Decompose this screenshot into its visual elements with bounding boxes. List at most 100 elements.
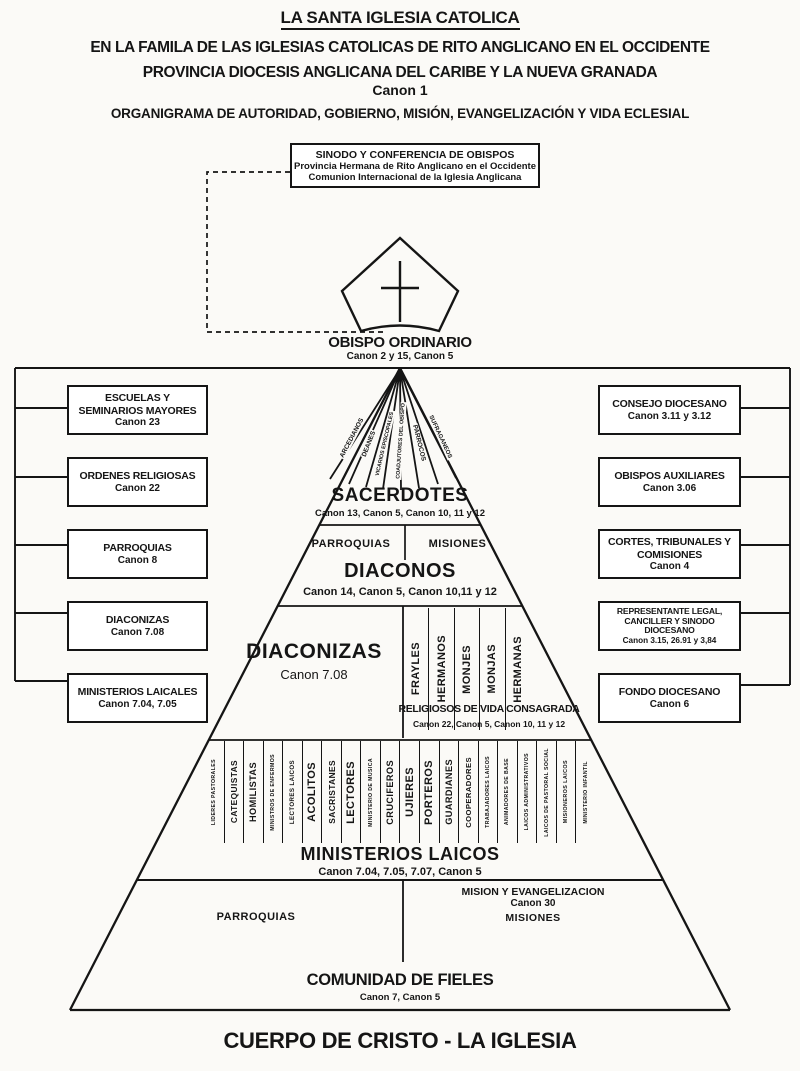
org-box-title: FONDO DIOCESANO <box>618 686 721 699</box>
laicos-column-label: ANIMADORES DE BASE <box>504 758 511 826</box>
religiosos-column-cell: MONJAS <box>479 608 504 730</box>
org-box-title: OBISPOS AUXILIARES <box>614 470 725 483</box>
sacerdotes-label: SACERDOTES <box>331 485 469 506</box>
org-box-title: PARROQUIAS <box>103 542 172 555</box>
laicos-column-label: LAICOS ADMINISTRATIVOS <box>524 753 531 831</box>
sinodo-box-line2: Provincia Hermana de Rito Anglicano en e… <box>294 160 536 172</box>
sinodo-box-line3: Comunion Internacional de la Iglesia Ang… <box>308 171 522 183</box>
laicos-column-cell: ANIMADORES DE BASE <box>497 741 517 843</box>
religiosos-canon: Canon 22, Canon 5, Canon 10, 11 y 12 <box>412 719 566 729</box>
religiosos-column-label: FRAYLES <box>410 642 423 696</box>
laicos-column-cell: MINISTROS DE ENFERMOS <box>262 741 283 843</box>
laicos-column-label: PORTEROS <box>423 759 436 825</box>
page-subtitle-3: ORGANIGRAMA DE AUTORIDAD, GOBIERNO, MISI… <box>110 106 690 121</box>
page-canon: Canon 1 <box>372 82 428 98</box>
org-box-canon: Canon 22 <box>114 482 160 494</box>
laicos-column-cell: PORTEROS <box>419 741 439 843</box>
org-box-right: FONDO DIOCESANO Canon 6 <box>598 673 741 723</box>
left-box-stack: ESCUELAS Y SEMINARIOS MAYORES Canon 23 O… <box>67 385 208 723</box>
religiosos-label: RELIGIOSOS DE VIDA CONSAGRADA <box>398 703 580 715</box>
laicos-column-cell: MINISTERIO INFANTIL <box>575 741 595 843</box>
laicos-column-cell: LAICOS ADMINISTRATIVOS <box>516 741 537 843</box>
comunidad-fieles-label: COMUNIDAD DE FIELES <box>306 971 494 989</box>
org-box-canon: Canon 4 <box>649 560 690 572</box>
laicos-column-label: MINISTERIO DE MUSICA <box>367 757 374 827</box>
laicos-column-label: HOMILISTAS <box>248 762 259 822</box>
org-box-title: ORDENES RELIGIOSAS <box>79 470 196 483</box>
laicos-column-label: GUARDIANES <box>443 759 454 825</box>
laicos-column-label: MINISTERIO INFANTIL <box>582 760 589 824</box>
page-subtitle-1: EN LA FAMILA DE LAS IGLESIAS CATOLICAS D… <box>90 39 710 56</box>
laicos-column-cell: GUARDIANES <box>438 741 459 843</box>
org-box-title: REPRESENTANTE LEGAL, CANCILLER Y SINODO … <box>616 605 723 636</box>
laicos-column-cell: LECTORES <box>340 741 361 843</box>
religiosos-column-label: MONJES <box>461 644 474 694</box>
misiones-lower-label: MISIONES <box>505 912 561 924</box>
obispo-ordinario-canon: Canon 2 y 15, Canon 5 <box>346 351 454 362</box>
org-box-canon: Canon 8 <box>117 554 158 566</box>
laicos-column-label: LECTORES LAICOS <box>288 759 296 825</box>
laicos-column-label: TRABAJADORES LAICOS <box>484 756 491 828</box>
laicos-column-label: ACOLITOS <box>306 762 318 822</box>
ministerios-laicos-canon: Canon 7.04, 7.05, 7.07, Canon 5 <box>318 866 482 878</box>
right-box-stack: CONSEJO DIOCESANO Canon 3.11 y 3.12 OBIS… <box>598 385 741 723</box>
sinodo-connector-line <box>206 171 387 333</box>
org-box-title: MINISTERIOS LAICALES <box>77 686 198 699</box>
diaconizas-label: DIACONIZAS <box>246 640 382 663</box>
laicos-column-cell: ACOLITOS <box>301 741 322 843</box>
religiosos-column-label: HERMANAS <box>511 635 524 703</box>
org-box-title: DIACONIZAS <box>105 614 170 627</box>
ministerios-laicos-label: MINISTERIOS LAICOS <box>300 844 500 864</box>
misiones-upper-label: MISIONES <box>428 538 487 550</box>
org-box-canon: Canon 6 <box>649 698 690 710</box>
laicos-column-label: MINISTROS DE ENFERMOS <box>269 753 276 831</box>
sinodo-box-title: SINODO Y CONFERENCIA DE OBISPOS <box>315 148 515 161</box>
obispo-ordinario-label: OBISPO ORDINARIO <box>328 334 472 351</box>
cross-icon <box>381 261 419 322</box>
org-box-canon: Canon 3.06 <box>642 482 697 494</box>
laicos-column-cell: SACRISTANES <box>321 741 341 843</box>
religiosos-columns: FRAYLES HERMANOS MONJES MONJAS HERMANAS <box>404 608 530 730</box>
parroquias-upper-label: PARROQUIAS <box>311 538 391 550</box>
org-box-left: DIACONIZAS Canon 7.08 <box>67 601 208 651</box>
cuerpo-de-cristo-label: CUERPO DE CRISTO - LA IGLESIA <box>223 1028 577 1053</box>
laicos-column-cell: UJIERES <box>399 741 419 843</box>
mision-canon: Canon 30 <box>510 898 556 909</box>
page-title: LA SANTA IGLESIA CATOLICA <box>0 8 800 30</box>
page-subtitle-2: PROVINCIA DIOCESIS ANGLICANA DEL CARIBE … <box>142 64 658 81</box>
diaconos-label: DIACONOS <box>344 560 456 582</box>
laicos-column-label: MISIONEROS LAICOS <box>563 760 570 824</box>
org-box-title: CONSEJO DIOCESANO <box>612 398 727 411</box>
laicos-column-label: CATEQUISTAS <box>228 760 239 824</box>
laicos-column-label: COOPERADORES <box>463 756 473 828</box>
org-box-right: OBISPOS AUXILIARES Canon 3.06 <box>598 457 741 507</box>
parroquias-lower-label: PARROQUIAS <box>216 911 296 923</box>
laicos-column-cell: LIDERES PASTORALES <box>205 741 224 843</box>
laicos-column-label: CRUCIFEROS <box>385 759 396 825</box>
laicos-column-cell: LAICOS DE PASTORAL SOCIAL <box>536 741 556 843</box>
laicos-columns: LIDERES PASTORALES CATEQUISTAS HOMILISTA… <box>205 741 595 843</box>
diaconos-canon: Canon 14, Canon 5, Canon 10,11 y 12 <box>303 586 497 598</box>
org-box-title: CORTES, TRIBUNALES Y COMISIONES <box>608 536 731 561</box>
org-box-left: PARROQUIAS Canon 8 <box>67 529 208 579</box>
org-box-left: MINISTERIOS LAICALES Canon 7.04, 7.05 <box>67 673 208 723</box>
laicos-column-label: LECTORES <box>345 760 358 824</box>
org-box-canon: Canon 7.04, 7.05 <box>98 698 177 710</box>
laicos-column-label: SACRISTANES <box>326 760 337 824</box>
laicos-column-label: LAICOS DE PASTORAL SOCIAL <box>543 747 550 837</box>
laicos-column-cell: MINISTERIO DE MUSICA <box>360 741 380 843</box>
org-box-left: ESCUELAS Y SEMINARIOS MAYORES Canon 23 <box>67 385 208 435</box>
religiosos-column-cell: HERMANOS <box>428 608 453 730</box>
laicos-column-label: UJIERES <box>403 767 416 817</box>
sacerdotes-canon: Canon 13, Canon 5, Canon 10, 11 y 12 <box>314 508 485 519</box>
laicos-column-cell: COOPERADORES <box>458 741 478 843</box>
religiosos-column-cell: MONJES <box>453 608 479 730</box>
org-box-canon: Canon 7.08 <box>110 626 165 638</box>
religiosos-column-label: HERMANOS <box>435 635 448 703</box>
sinodo-box: SINODO Y CONFERENCIA DE OBISPOS Provinci… <box>290 143 540 188</box>
org-box-canon: Canon 3.15, 26.91 y 3,84 <box>622 636 717 646</box>
comunidad-fieles-canon: Canon 7, Canon 5 <box>359 992 441 1003</box>
org-box-title: ESCUELAS Y SEMINARIOS MAYORES <box>78 392 197 417</box>
laicos-column-cell: CATEQUISTAS <box>223 741 244 843</box>
